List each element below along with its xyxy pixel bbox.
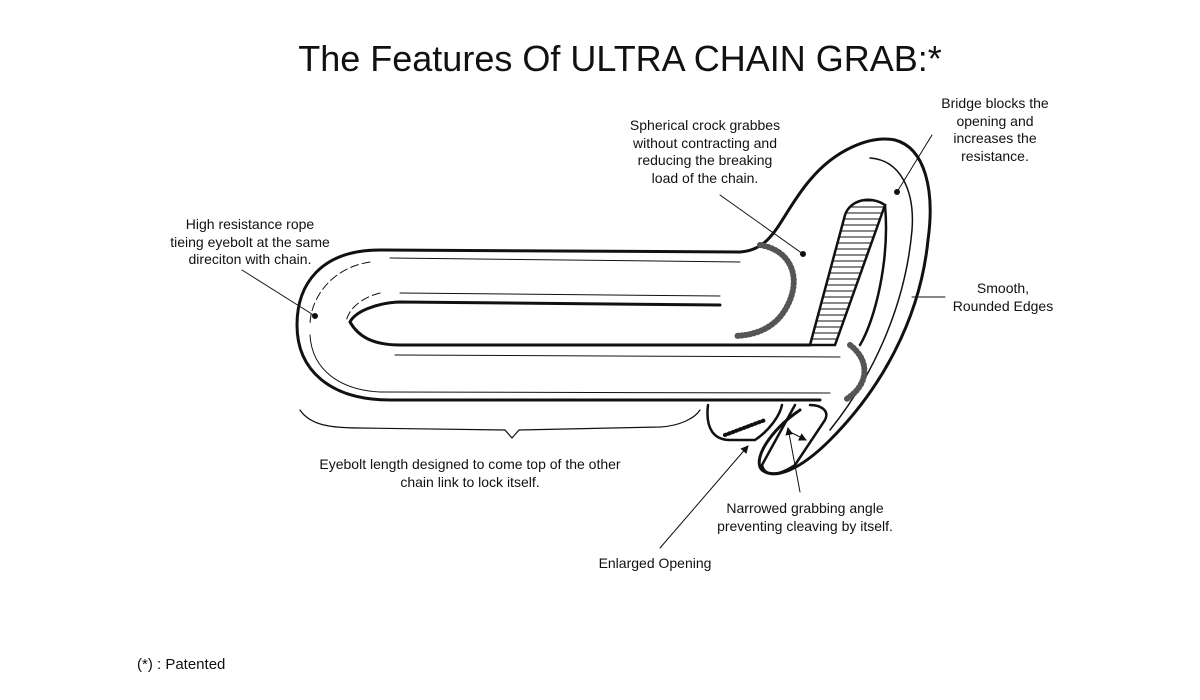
label-line: without contracting and xyxy=(633,134,777,151)
label-line: chain link to lock itself. xyxy=(400,473,540,490)
label-line: Eyebolt length designed to come top of t… xyxy=(319,456,621,472)
label-line: Enlarged Opening xyxy=(598,555,712,571)
label-narrowed-angle: Narrowed grabbing angle preventing cleav… xyxy=(695,500,915,535)
label-line: Spherical crock grabbes xyxy=(629,117,781,133)
label-eyebolt-length: Eyebolt length designed to come top of t… xyxy=(270,456,670,491)
label-enlarged-opening: Enlarged Opening xyxy=(575,555,735,573)
label-line: Narrowed grabbing angle xyxy=(726,500,884,516)
lower-lobe xyxy=(706,403,784,442)
label-line: resistance. xyxy=(961,147,1029,164)
label-bridge: Bridge blocks the opening and increases … xyxy=(915,95,1075,165)
label-line: High resistance rope xyxy=(185,216,315,232)
eyebolt-inner xyxy=(348,300,812,347)
label-rope: High resistance rope tieing eyebolt at t… xyxy=(150,216,350,269)
label-spherical-crock: Spherical crock grabbes without contract… xyxy=(605,117,805,187)
label-line: increases the xyxy=(953,130,1037,146)
label-line: opening and xyxy=(956,112,1034,129)
footnote-patented: (*) : Patented xyxy=(137,656,226,673)
label-line: preventing cleaving by itself. xyxy=(717,517,893,534)
eyebolt-outer xyxy=(295,248,822,402)
diagram-title: The Features Of ULTRA CHAIN GRAB:* xyxy=(298,38,942,79)
length-brace xyxy=(299,409,701,439)
hook-slot xyxy=(808,198,887,347)
label-line: tieing eyebolt at the same xyxy=(170,233,330,250)
label-line: Rounded Edges xyxy=(952,297,1054,314)
label-line: direciton with chain. xyxy=(188,251,312,267)
label-line: load of the chain. xyxy=(651,169,759,186)
label-line: Bridge blocks the xyxy=(941,95,1049,111)
label-line: reducing the breaking xyxy=(637,152,773,168)
label-line: Smooth, xyxy=(976,280,1030,296)
label-smooth-edges: Smooth, Rounded Edges xyxy=(933,280,1073,315)
